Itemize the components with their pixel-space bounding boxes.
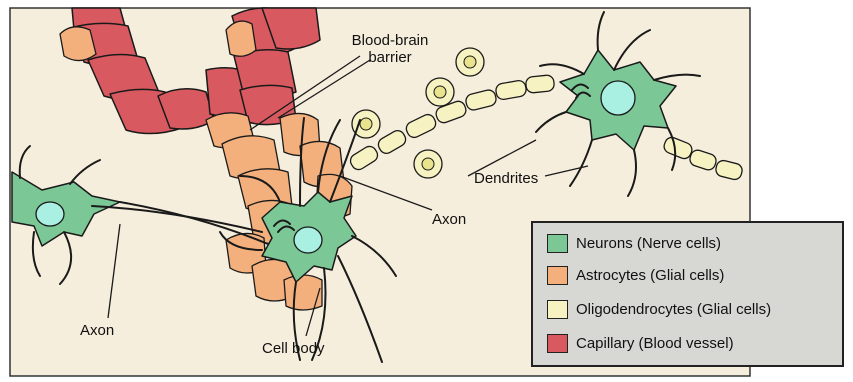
label-dendrites: Dendrites [474, 170, 538, 187]
legend-item-neurons: Neurons (Nerve cells) [547, 231, 721, 255]
legend-label-astrocytes: Astrocytes (Glial cells) [576, 267, 724, 284]
legend-swatch-oligodendrocytes [547, 300, 568, 319]
legend-swatch-capillary [547, 334, 568, 353]
legend-label-capillary: Capillary (Blood vessel) [576, 335, 734, 352]
legend-label-oligodendrocytes: Oligodendrocytes (Glial cells) [576, 301, 771, 318]
legend-item-astrocytes: Astrocytes (Glial cells) [547, 263, 724, 287]
label-axon-right: Axon [432, 211, 466, 228]
legend-swatch-astrocytes [547, 266, 568, 285]
legend: Neurons (Nerve cells) Astrocytes (Glial … [531, 221, 844, 367]
label-axon-left: Axon [80, 322, 114, 339]
label-blood-brain-barrier: Blood-brain barrier [345, 32, 435, 67]
legend-item-oligodendrocytes: Oligodendrocytes (Glial cells) [547, 297, 771, 321]
label-cell-body: Cell body [262, 340, 325, 357]
legend-label-neurons: Neurons (Nerve cells) [576, 235, 721, 252]
legend-item-capillary: Capillary (Blood vessel) [547, 331, 734, 355]
legend-swatch-neurons [547, 234, 568, 253]
